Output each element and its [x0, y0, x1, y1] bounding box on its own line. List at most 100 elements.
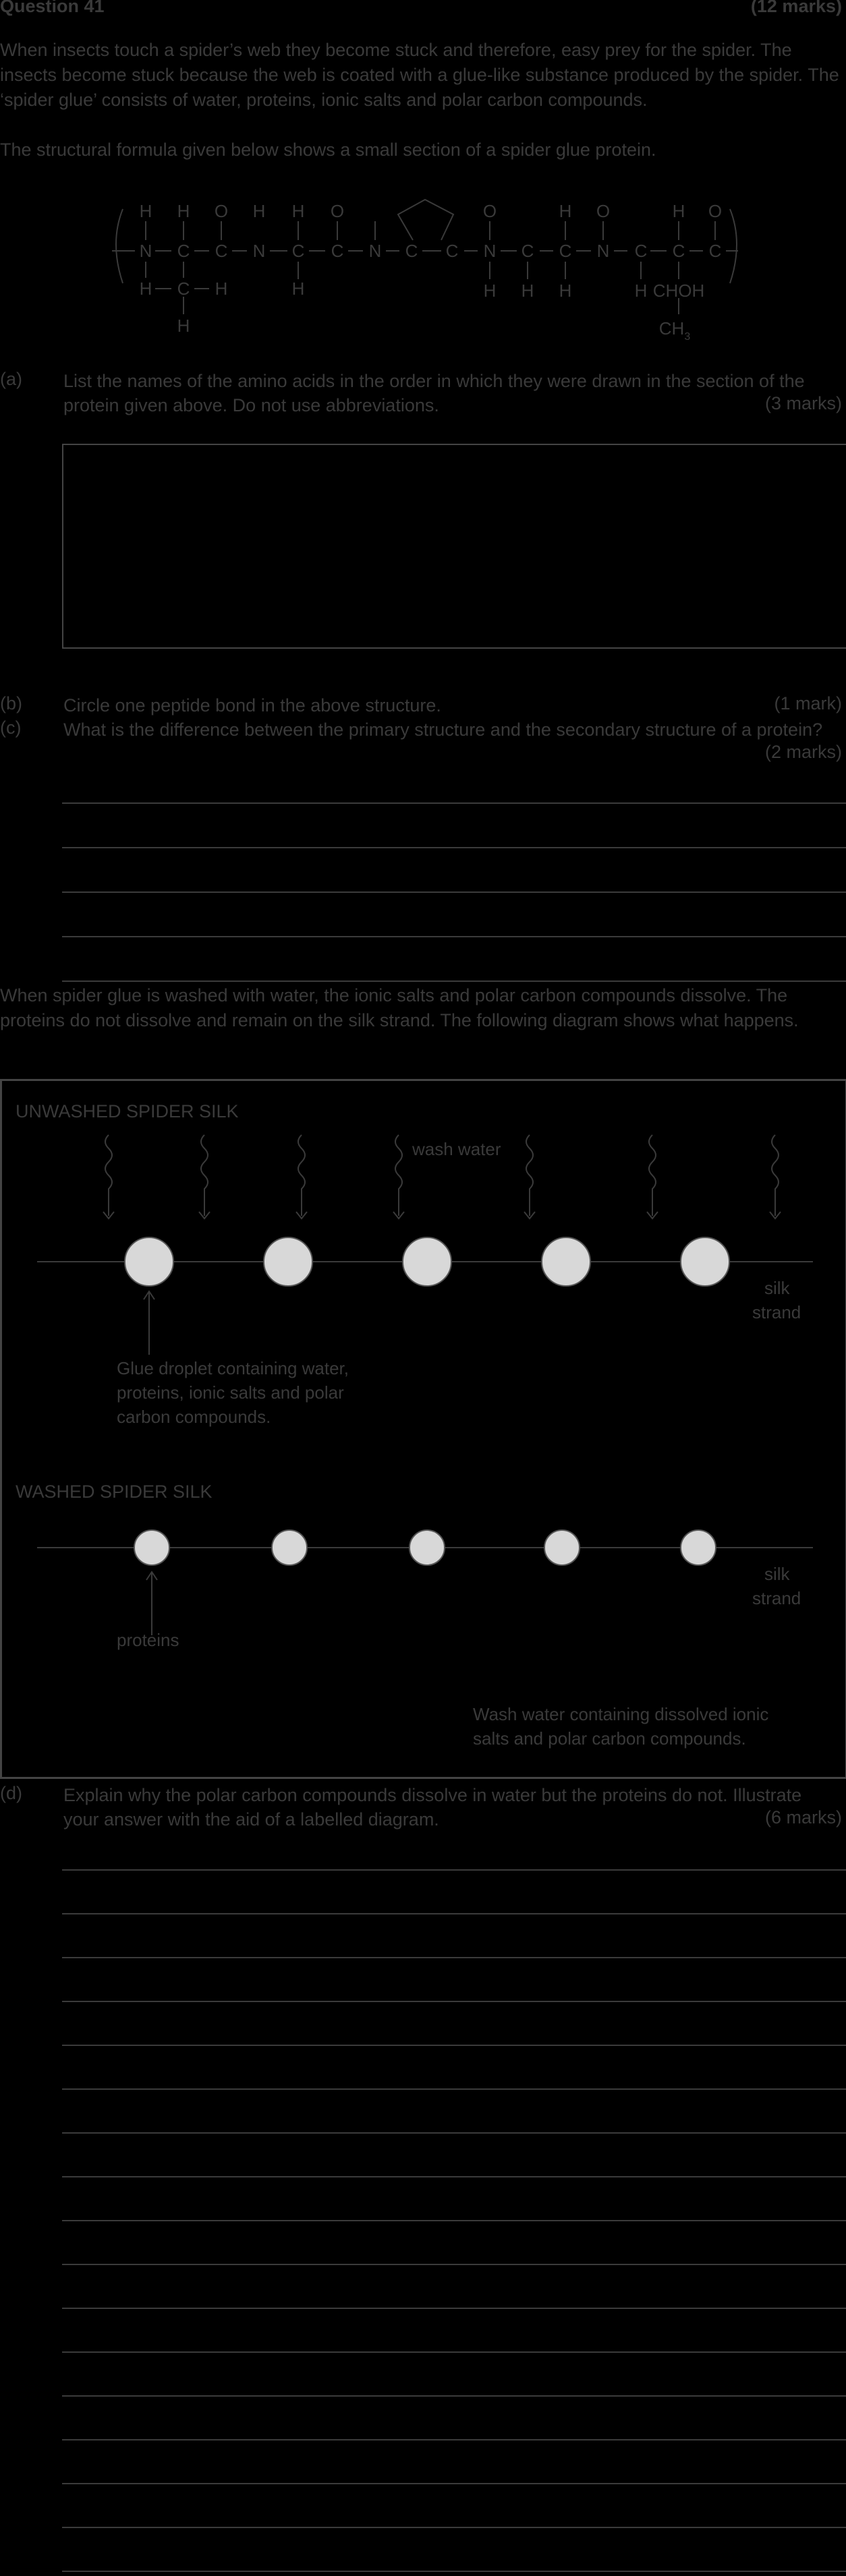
- part-d-text: Explain why the polar carbon compounds d…: [63, 1785, 802, 1829]
- atom-c: C: [405, 241, 418, 261]
- protein-bead: [544, 1529, 580, 1566]
- part-b-text: Circle one peptide bond in the above str…: [63, 695, 441, 715]
- answer-line[interactable]: [62, 2264, 846, 2265]
- strand-label: strand: [752, 1302, 801, 1322]
- part-d-marks: (6 marks): [765, 1807, 842, 1827]
- silk-label: silk: [764, 1564, 791, 1584]
- wash-water-arrows: [103, 1134, 781, 1220]
- protein-bead: [134, 1529, 170, 1566]
- atom-h: H: [177, 316, 190, 336]
- atom-h: H: [140, 201, 152, 221]
- answer-line[interactable]: [62, 2527, 846, 2528]
- answer-line[interactable]: [62, 980, 846, 982]
- atom-h: H: [215, 279, 228, 299]
- glue-label-1: Glue droplet containing water,: [117, 1358, 349, 1378]
- answer-box-a[interactable]: [62, 444, 846, 649]
- answer-line[interactable]: [62, 2001, 846, 2002]
- answer-line[interactable]: [62, 2176, 846, 2177]
- atom-h: H: [292, 279, 305, 299]
- answer-line[interactable]: [62, 2220, 846, 2221]
- wash-label-1: Wash water containing dissolved ionic: [473, 1704, 768, 1724]
- atom-n: N: [253, 241, 266, 261]
- atom-h: H: [559, 281, 572, 301]
- glue-label-3: carbon compounds.: [117, 1407, 271, 1427]
- glue-label-2: proteins, ionic salts and polar: [117, 1382, 344, 1403]
- structural-formula: H H O H H O O H O H O N C C N C C N C C …: [112, 198, 738, 343]
- spider-silk-diagram: UNWASHED SPIDER SILK wash water silk str…: [0, 1079, 846, 1779]
- part-c-text: What is the difference between the prima…: [63, 720, 823, 740]
- atom-o: O: [708, 201, 722, 221]
- silk-diagram-graphic: UNWASHED SPIDER SILK wash water silk str…: [16, 1101, 813, 1749]
- wash-label-2: salts and polar carbon compounds.: [473, 1728, 746, 1749]
- answer-line[interactable]: [62, 2439, 846, 2440]
- answer-line[interactable]: [62, 891, 846, 893]
- protein-bead: [409, 1529, 445, 1566]
- atom-o: O: [596, 201, 610, 221]
- answer-line[interactable]: [62, 802, 846, 804]
- answer-line[interactable]: [62, 1913, 846, 1914]
- answer-line[interactable]: [62, 2308, 846, 2309]
- wash-paragraph: When spider glue is washed with water, t…: [0, 985, 799, 1030]
- atom-n: N: [484, 241, 497, 261]
- part-b-label: (b): [0, 693, 22, 713]
- answer-line[interactable]: [62, 2483, 846, 2484]
- glue-droplet: [541, 1237, 591, 1287]
- part-c-marks: (2 marks): [765, 742, 842, 762]
- atom-h: H: [673, 201, 685, 221]
- answer-line[interactable]: [62, 2045, 846, 2046]
- atom-h: H: [635, 281, 648, 301]
- atom-c: C: [331, 241, 344, 261]
- answer-line[interactable]: [62, 2571, 846, 2572]
- atom-h: H: [177, 201, 190, 221]
- part-d-label: (d): [0, 1783, 22, 1803]
- atom-c: C: [635, 241, 648, 261]
- atom-c: C: [521, 241, 534, 261]
- atom-o: O: [483, 201, 497, 221]
- atom-c: C: [446, 241, 459, 261]
- answer-line[interactable]: [62, 847, 846, 848]
- formula-intro: The structural formula given below shows…: [0, 140, 656, 160]
- glue-droplet: [402, 1237, 452, 1287]
- side-chain-chcoh: CHOH: [653, 281, 705, 301]
- answer-line[interactable]: [62, 2395, 846, 2397]
- part-b-marks: (1 mark): [774, 693, 843, 713]
- atom-c: C: [215, 241, 228, 261]
- part-a-label: (a): [0, 369, 22, 389]
- part-a-marks: (3 marks): [765, 393, 842, 413]
- glue-droplet: [680, 1237, 730, 1287]
- answer-line[interactable]: [62, 1869, 846, 1871]
- methyl-group: CH3: [659, 318, 691, 343]
- answer-line[interactable]: [62, 2351, 846, 2353]
- part-c-label: (c): [0, 718, 22, 738]
- answer-line[interactable]: [62, 2132, 846, 2134]
- protein-bead: [680, 1529, 716, 1566]
- intro-paragraph: When insects touch a spider’s web they b…: [0, 40, 839, 110]
- protein-bead: [271, 1529, 308, 1566]
- atom-n: N: [597, 241, 610, 261]
- atom-c: C: [177, 241, 190, 261]
- atom-h: H: [253, 201, 266, 221]
- glue-droplet: [124, 1237, 174, 1287]
- answer-line[interactable]: [62, 2088, 846, 2090]
- glue-droplet: [263, 1237, 313, 1287]
- answer-line[interactable]: [62, 1957, 846, 1958]
- atom-h: H: [484, 281, 497, 301]
- question-marks: (12 marks): [750, 0, 842, 16]
- atom-h: H: [521, 281, 534, 301]
- atom-o: O: [215, 201, 228, 221]
- atom-h: H: [292, 201, 305, 221]
- silk-label: silk: [764, 1278, 791, 1298]
- strand-label: strand: [752, 1588, 801, 1608]
- atom-c: C: [709, 241, 722, 261]
- atom-o: O: [331, 201, 344, 221]
- question-number: Question 41: [0, 0, 105, 16]
- atom-h: H: [559, 201, 572, 221]
- atom-c: C: [673, 241, 685, 261]
- washed-title: WASHED SPIDER SILK: [16, 1482, 213, 1502]
- unwashed-title: UNWASHED SPIDER SILK: [16, 1101, 239, 1121]
- atom-c: C: [559, 241, 572, 261]
- answer-line[interactable]: [62, 936, 846, 937]
- wash-water-label: wash water: [412, 1139, 501, 1159]
- atom-n: N: [140, 241, 152, 261]
- atom-n: N: [369, 241, 382, 261]
